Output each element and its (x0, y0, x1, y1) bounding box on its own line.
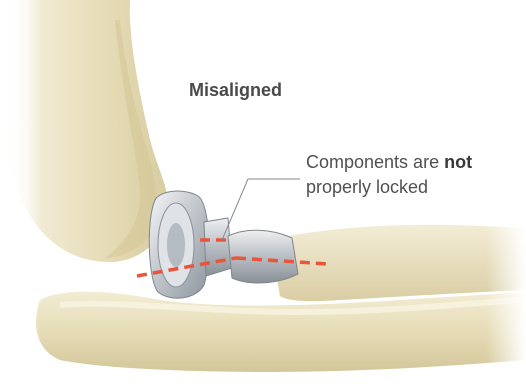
callout-emphasis: not (444, 152, 472, 172)
elbow-prosthesis-icon (149, 191, 298, 298)
callout-text-before: Components are (306, 152, 444, 172)
heading-misaligned: Misaligned (189, 80, 282, 101)
humeral-component-ring (167, 223, 185, 267)
callout-text-after: properly locked (306, 177, 428, 197)
callout-text: Components are not properly locked (306, 150, 521, 200)
